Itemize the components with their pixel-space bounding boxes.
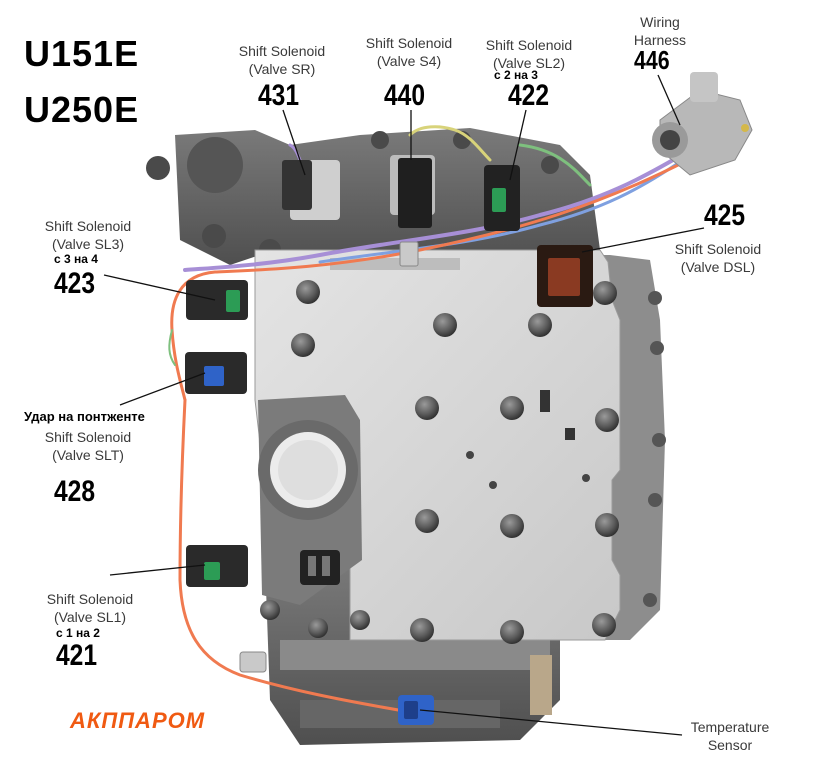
brand-logo: АКППАРОМ xyxy=(70,708,206,733)
sl1-title: Shift Solenoid xyxy=(46,591,134,607)
temperature-sensor xyxy=(398,695,434,725)
sl2-code: 422 xyxy=(508,79,550,112)
sr-title: Shift Solenoid xyxy=(238,43,326,59)
wiring-harness-connector xyxy=(652,72,753,176)
solenoid-slt xyxy=(185,352,247,394)
slt-note: Удар на понтженте xyxy=(24,409,145,424)
sl1-code: 421 xyxy=(56,639,98,672)
s4-title: Shift Solenoid xyxy=(365,35,453,51)
sl2-title: Shift Solenoid xyxy=(485,37,573,53)
sl2-note: с 2 на 3 xyxy=(494,68,538,82)
s4-code: 440 xyxy=(384,79,426,112)
sl2-valve: (Valve SL2) xyxy=(492,55,566,71)
slt-code: 428 xyxy=(54,475,96,508)
leader-lines xyxy=(103,74,705,736)
model-u151e: U151E xyxy=(24,33,140,74)
sr-code: 431 xyxy=(258,79,300,112)
sl1-valve: (Valve SL1) xyxy=(53,609,127,625)
temp-title2: Sensor xyxy=(707,737,753,753)
temp-title: Temperature xyxy=(690,719,770,735)
harness-title: Wiring xyxy=(640,14,680,30)
solenoid-s4 xyxy=(398,158,432,228)
harness-code: 446 xyxy=(634,45,670,75)
harness-title2: Harness xyxy=(633,32,687,48)
sl3-valve: (Valve SL3) xyxy=(51,236,125,252)
dsl-code: 425 xyxy=(704,199,746,232)
sl3-note: с 3 на 4 xyxy=(54,252,98,266)
sl3-code: 423 xyxy=(54,267,96,300)
solenoid-sr xyxy=(282,160,312,210)
slt-valve: (Valve SLT) xyxy=(52,447,124,463)
wire-clip xyxy=(239,241,419,673)
sr-valve: (Valve SR) xyxy=(248,61,316,77)
pump-housing xyxy=(258,395,362,605)
plate-bolts xyxy=(260,280,619,644)
dsl-valve: (Valve DSL) xyxy=(680,259,756,275)
dsl-title: Shift Solenoid xyxy=(674,241,762,257)
model-u250e: U250E xyxy=(24,89,140,130)
sl1-note: с 1 на 2 xyxy=(56,626,100,640)
slt-title: Shift Solenoid xyxy=(44,429,132,445)
solenoid-sl3 xyxy=(186,280,248,320)
s4-valve: (Valve S4) xyxy=(376,53,442,69)
wire-bundle xyxy=(168,125,692,714)
sl3-title: Shift Solenoid xyxy=(44,218,132,234)
solenoid-sl2 xyxy=(484,165,520,231)
solenoid-dsl xyxy=(537,245,593,307)
solenoid-sl1 xyxy=(186,545,248,587)
